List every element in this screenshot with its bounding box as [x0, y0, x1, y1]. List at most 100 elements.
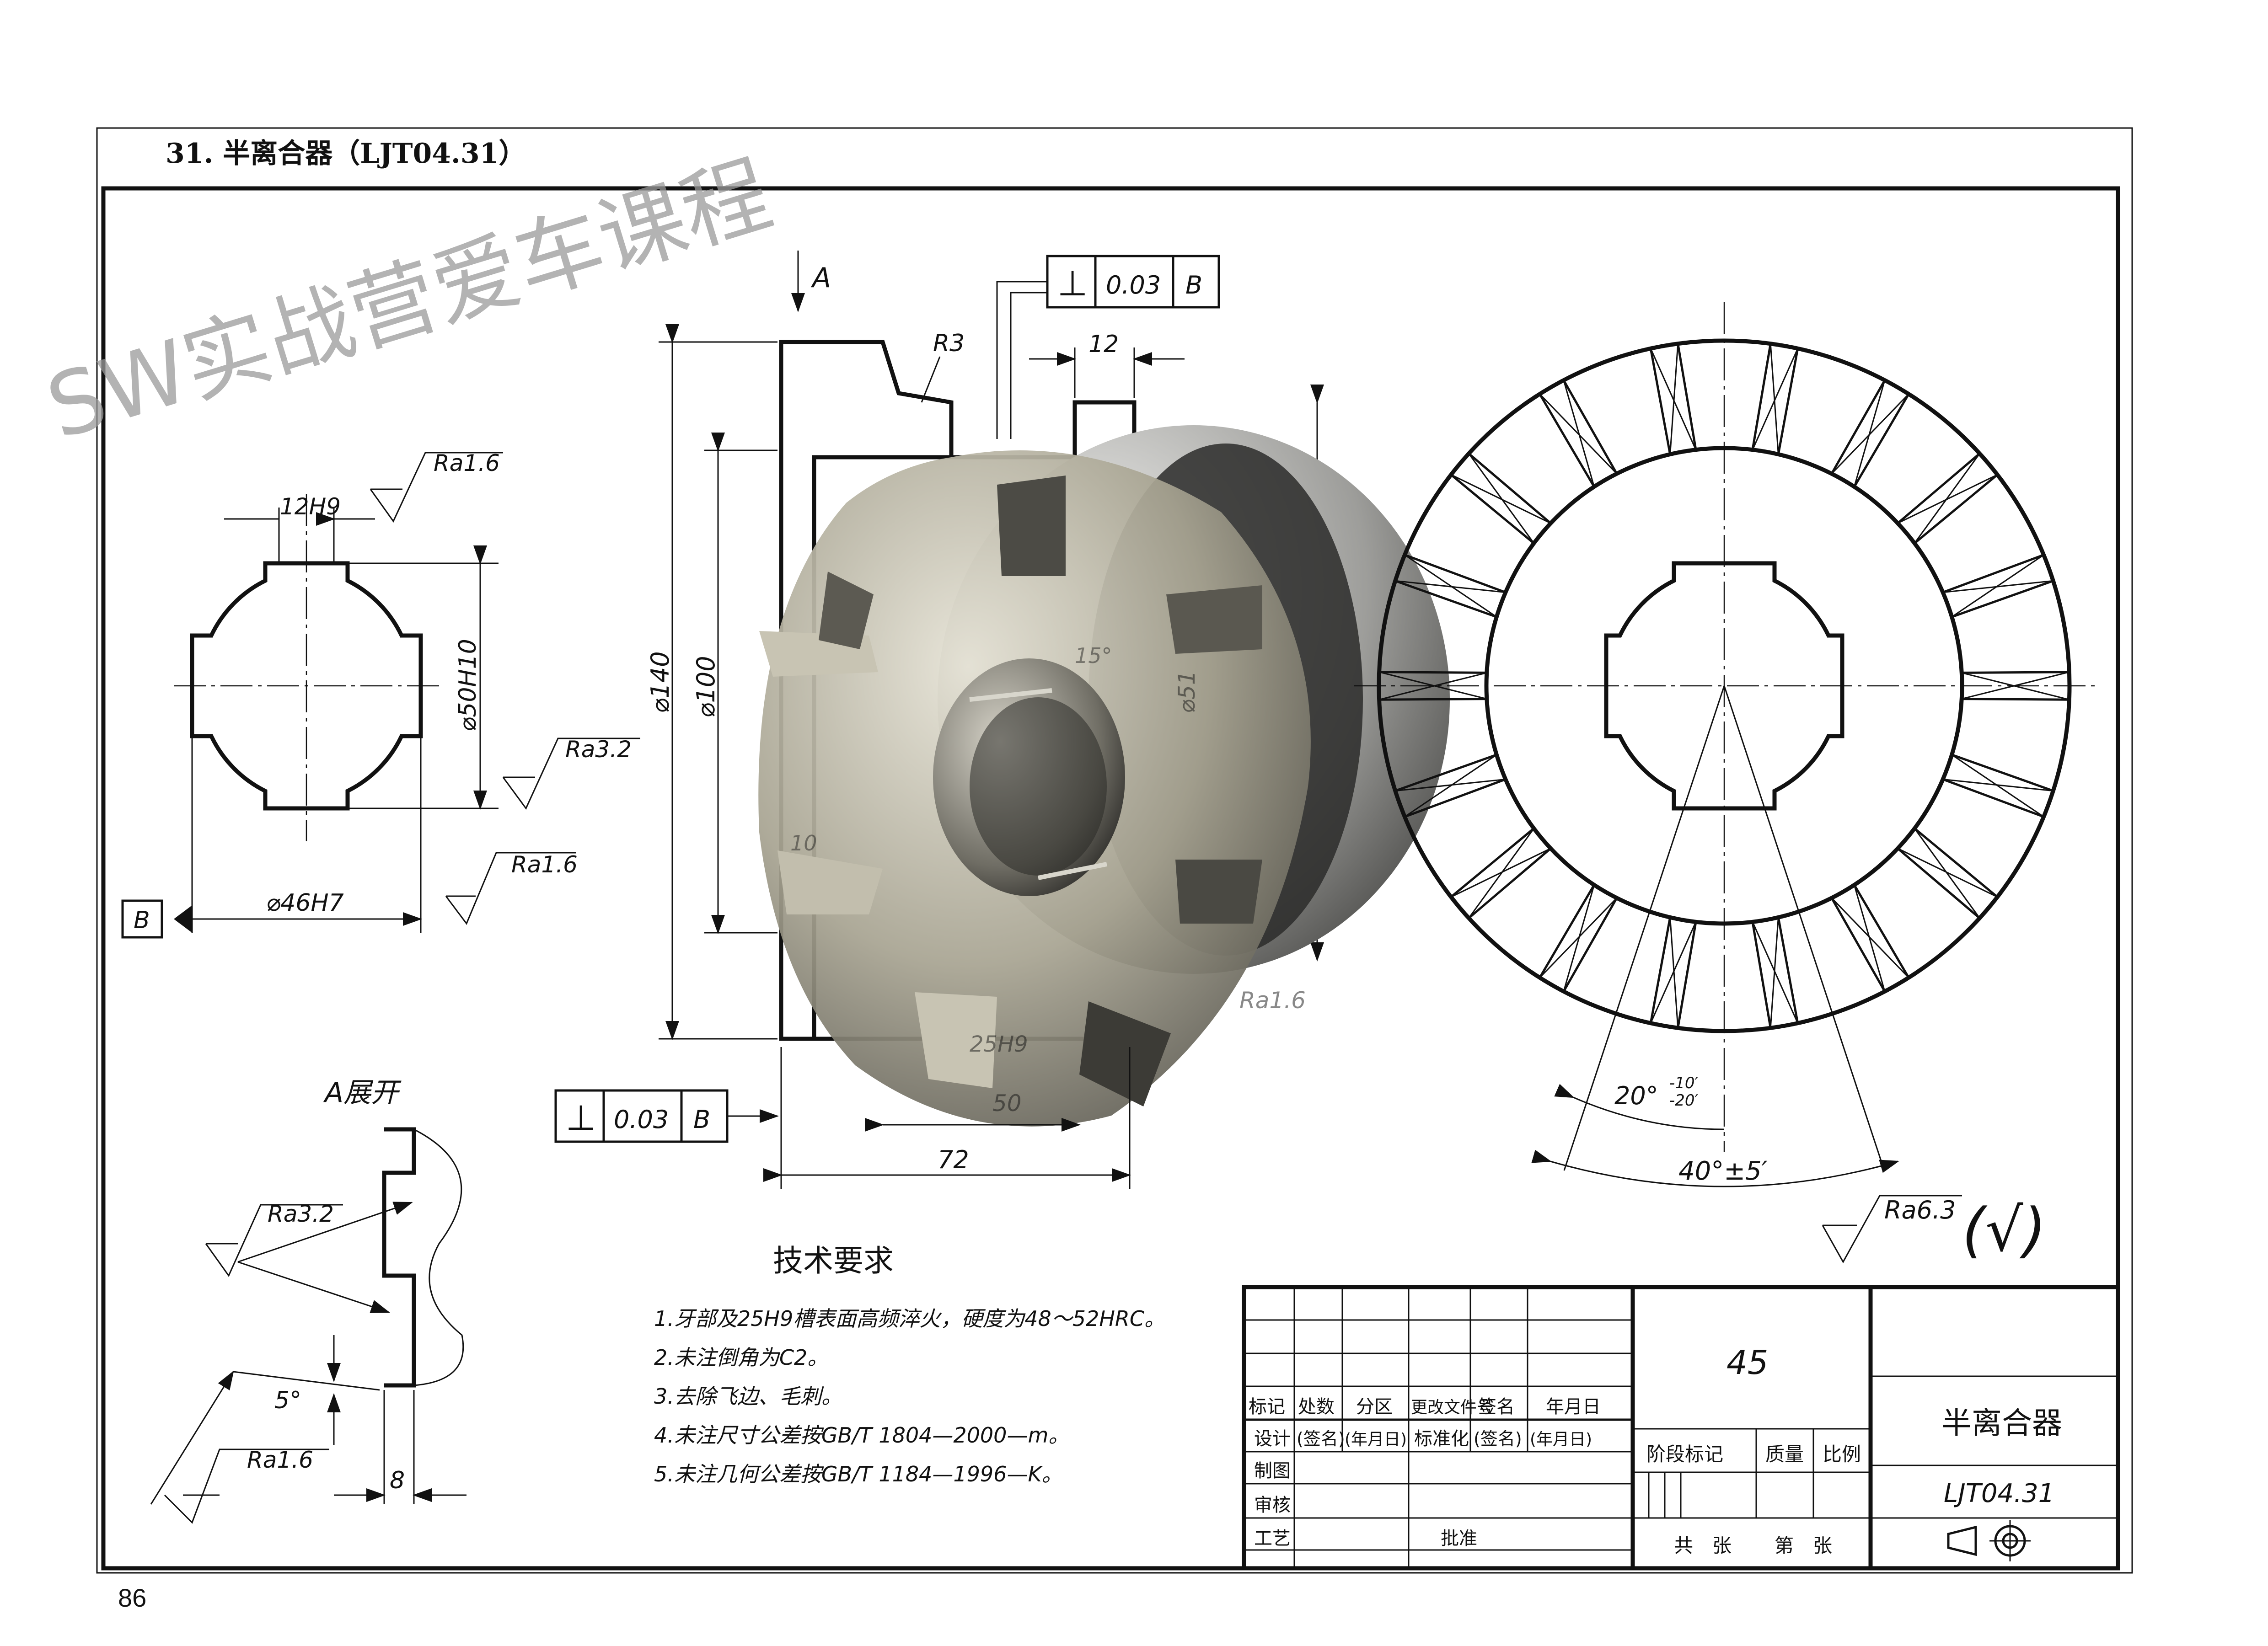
face-tooth: [1649, 342, 1697, 456]
svg-text:8: 8: [390, 1467, 405, 1494]
tooth-diagonal: [1379, 672, 1487, 700]
svg-text:(签名): (签名): [1474, 1429, 1522, 1449]
tooth-diagonal: [1539, 897, 1618, 978]
svg-text:年月日: 年月日: [1546, 1396, 1601, 1417]
face-teeth: [1378, 342, 2070, 1030]
svg-text:标准化: 标准化: [1414, 1428, 1469, 1449]
view-a-label: A: [810, 262, 831, 294]
right-face-view: 20° -10′ -20′ 40°±5′ Ra6.3 (√): [1354, 302, 2095, 1265]
tooth-diagonal: [1769, 343, 1779, 454]
tooth-diagonal: [1961, 671, 2070, 700]
tooth-diagonal: [1942, 778, 2054, 792]
svg-text:Ra6.3: Ra6.3: [1884, 1196, 1956, 1224]
svg-text:12: 12: [1088, 331, 1119, 358]
tech-req-item-3: 3.去除飞边、毛刺。: [654, 1384, 842, 1409]
tooth-diagonal: [1669, 343, 1679, 454]
tooth-diagonal: [1650, 921, 1697, 1024]
tb-drawing-no: LJT04.31: [1944, 1479, 2054, 1508]
svg-text:⌀100: ⌀100: [692, 656, 720, 718]
tooth-diagonal: [1853, 884, 1886, 992]
svg-text:分区: 分区: [1356, 1396, 1393, 1417]
svg-text:40°±5′: 40°±5′: [1678, 1156, 1768, 1186]
svg-text:5°: 5°: [274, 1387, 301, 1414]
face-tooth: [1378, 671, 1488, 701]
svg-text:Ra1.6: Ra1.6: [247, 1447, 313, 1473]
tooth-diagonal: [1831, 393, 1909, 475]
tooth-diagonal: [1669, 917, 1679, 1028]
tooth-diagonal: [1914, 828, 1980, 919]
svg-text:Ra3.2: Ra3.2: [565, 736, 632, 763]
svg-text:(年月日): (年月日): [1530, 1430, 1592, 1449]
dim-12h9: 12H9: [280, 493, 341, 520]
tooth-diagonal: [1563, 884, 1595, 992]
tooth-diagonal: [1395, 778, 1506, 792]
face-tooth: [1960, 671, 2070, 701]
tooth-diagonal: [1951, 554, 2044, 618]
projection-symbol: [1947, 1520, 2031, 1561]
tech-req-item-2: 2.未注倒角为C2。: [654, 1345, 828, 1370]
svg-text:制图: 制图: [1254, 1460, 1291, 1481]
tooth-diagonal: [1451, 474, 1551, 524]
svg-text:质量: 质量: [1765, 1443, 1804, 1465]
tooth-diagonal: [1468, 828, 1535, 919]
outer-frame: [96, 127, 2133, 1574]
tooth-diagonal: [1650, 348, 1697, 450]
svg-text:Ra1.6: Ra1.6: [511, 851, 578, 878]
svg-text:工艺: 工艺: [1254, 1528, 1291, 1549]
header-title: 31. 半离合器（LJT04.31）: [166, 138, 526, 170]
dim-46h7: ⌀46H7: [266, 889, 344, 917]
tooth-diagonal: [1942, 580, 2054, 593]
tech-req-title: 技术要求: [773, 1243, 894, 1278]
rendered-3d-part: [758, 425, 1450, 1127]
svg-text:0.03: 0.03: [1106, 271, 1161, 299]
svg-text:审核: 审核: [1254, 1495, 1291, 1516]
svg-text:(签名): (签名): [1297, 1429, 1345, 1449]
roughness-ra32: Ra3.2: [502, 736, 640, 810]
svg-text:0.03: 0.03: [614, 1105, 669, 1134]
svg-text:⊥: ⊥: [1057, 263, 1088, 304]
title-block: 45 半离合器 LJT04.31 标记 处数 分区 更改文件号 签名 年月日 设…: [1242, 1285, 2120, 1571]
tooth-diagonal: [1769, 917, 1779, 1028]
face-tooth: [1941, 753, 2055, 818]
svg-text:更改文件号: 更改文件号: [1411, 1398, 1493, 1417]
svg-text:Ra1.6: Ra1.6: [1239, 987, 1306, 1014]
geo-tolerance-bottom: ⊥ 0.03 B: [554, 1089, 779, 1143]
tb-material: 45: [1726, 1343, 1769, 1382]
technical-requirements: 技术要求 1.牙部及25H9槽表面高频淬火，硬度为48～52HRC。 2.未注倒…: [654, 1243, 1165, 1486]
svg-text:Ra1.6: Ra1.6: [434, 450, 500, 476]
face-tooth: [1751, 916, 1799, 1030]
svg-text:批准: 批准: [1441, 1528, 1477, 1549]
roughness-ra16-top: Ra1.6: [370, 450, 503, 523]
svg-text:A展开: A展开: [323, 1077, 402, 1109]
tooth-diagonal: [1897, 848, 1998, 898]
svg-text:(年月日): (年月日): [1345, 1430, 1407, 1449]
page-number: 86: [118, 1583, 147, 1612]
svg-text:15°: 15°: [1075, 643, 1112, 668]
svg-text:72: 72: [938, 1145, 969, 1174]
svg-text:(√): (√): [1962, 1195, 2046, 1265]
roughness-ra16-bottom: Ra1.6: [445, 851, 578, 925]
tooth-diagonal: [1853, 380, 1886, 487]
surface-roughness-general: Ra6.3 (√): [1822, 1195, 2046, 1265]
tooth-diagonal: [1404, 554, 1497, 618]
tooth-diagonal: [1563, 380, 1595, 487]
tooth-diagonal: [1395, 580, 1506, 593]
left-end-view: 12H9 ⌀50H10 ⌀46H7 B Ra1.6 Ra3.2 Ra1.6: [121, 450, 640, 939]
section-view-overlay-labels: ⌀51 15° 10 Ra1.6 25H9 50 72 ⊥ 0.03 B: [554, 643, 1306, 1189]
tb-part-name: 半离合器: [1941, 1406, 2062, 1441]
svg-text:第 张: 第 张: [1775, 1534, 1832, 1557]
svg-text:共 张: 共 张: [1674, 1534, 1732, 1557]
tooth-diagonal: [1404, 754, 1497, 818]
tooth-diagonal: [1831, 897, 1909, 978]
face-tooth: [1394, 553, 1507, 619]
datum-b-marker: [174, 905, 192, 933]
inner-frame: [101, 186, 2120, 1571]
tooth-diagonal: [1914, 453, 1980, 544]
unfold-view-a: A展开 Ra3.2 Ra1.6 5° 8: [150, 1077, 466, 1524]
svg-text:R3: R3: [933, 330, 965, 357]
svg-text:-20′: -20′: [1669, 1091, 1699, 1110]
svg-text:阶段标记: 阶段标记: [1646, 1443, 1723, 1465]
svg-text:签名: 签名: [1478, 1396, 1515, 1417]
svg-text:10: 10: [790, 831, 817, 855]
